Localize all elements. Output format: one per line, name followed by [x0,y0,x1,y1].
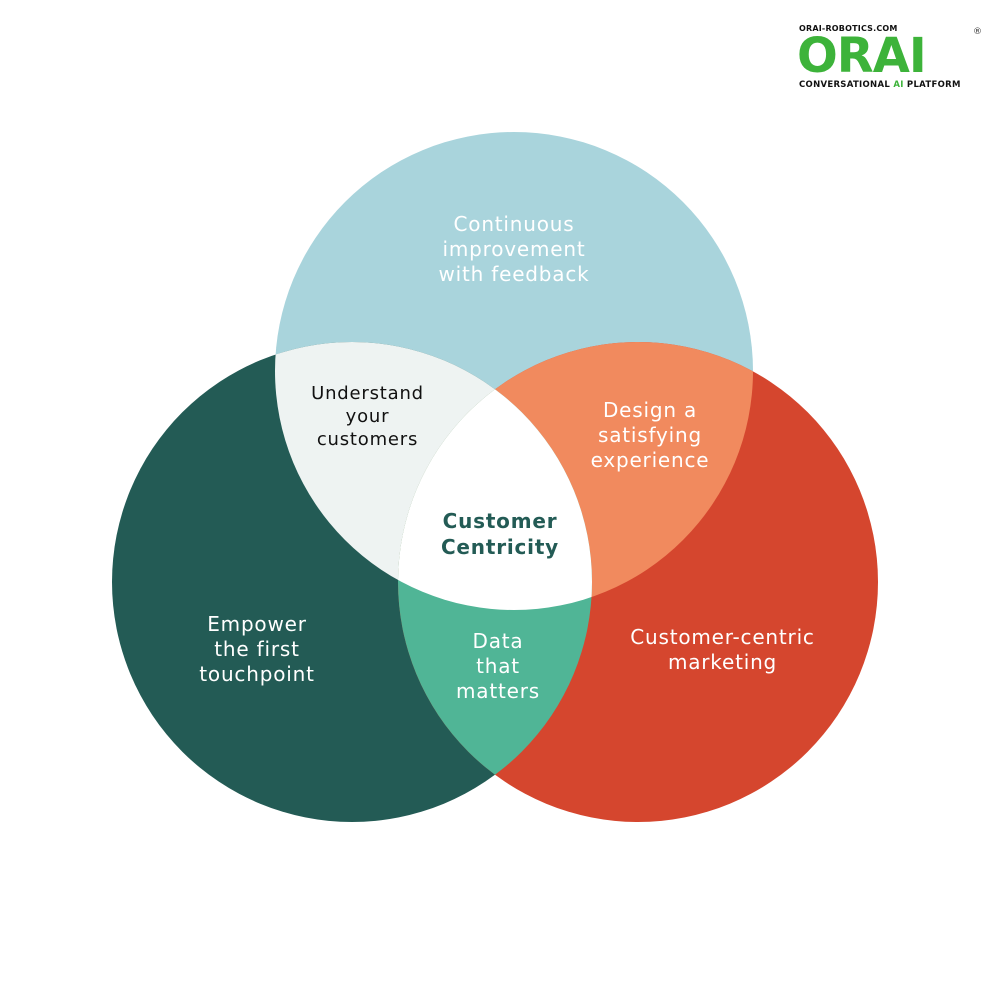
logo-url: ORAI-ROBOTICS.COM [799,24,898,33]
tagline-ai: AI [893,80,904,90]
trademark-icon: ® [973,27,982,37]
label-empower-touchpoint: Empower the first touchpoint [199,612,315,686]
label-customer-centric-marketing: Customer-centric marketing [630,625,815,674]
tagline-pre: CONVERSATIONAL [799,80,894,90]
logo-tagline: CONVERSATIONAL AI PLATFORM [799,80,961,90]
tagline-post: PLATFORM [903,80,961,90]
label-continuous-improvement: Continuous improvement with feedback [438,212,590,286]
label-customer-centricity: Customer Centricity [440,509,560,559]
label-data-that-matters: Data that matters [456,629,540,703]
overlap-center [398,342,592,610]
logo-brand: ORAI [797,28,927,84]
label-design-experience: Design a satisfying experience [590,398,710,472]
orai-logo: ORAI-ROBOTICS.COM ORAI ® CONVERSATIONAL … [797,24,987,94]
label-understand-customers: Understand your customers [311,383,424,450]
